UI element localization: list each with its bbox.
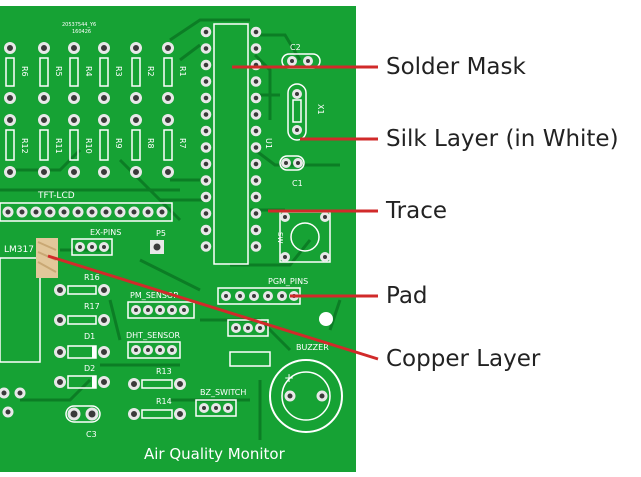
u1-pin-pad [250,208,262,219]
callout-label-trace: Trace [386,198,448,224]
callout-label-pad: Pad [386,283,428,309]
u1-pin-pad [200,76,212,87]
board-title: Air Quality Monitor [144,445,286,463]
label-r6: R6 [20,66,29,77]
silkscreen-text-layer: 20537544_Y6 160426 R6 R5 R4 R3 R2 R1 R12… [4,22,329,463]
u1-pin-pad [250,125,262,137]
pm-sensor-header [127,301,195,319]
label-r12: R12 [20,138,29,154]
u1-pin-pad [250,142,262,153]
label-dht-sensor: DHT_SENSOR [126,331,181,340]
label-c3: C3 [86,430,97,439]
resistor-array-bottom [4,114,174,178]
label-r5: R5 [54,66,63,77]
tft-lcd-header [0,202,173,222]
label-pgm-pins: PGM_PINS [268,277,308,286]
label-r13: R13 [156,367,172,376]
left-bottom-pads [0,387,99,421]
label-r14: R14 [156,397,172,406]
buzzer-footprint [269,359,343,433]
u1-pin-pad [200,43,212,54]
c2-capacitor [281,53,321,69]
trace-group [0,18,342,440]
u1-pin-pad [250,26,262,38]
u1-pin-pad [200,109,212,120]
label-u1: U1 [264,138,273,149]
u1-pin-pad [200,59,212,71]
x1-crystal [287,83,307,141]
label-r9: R9 [114,138,123,149]
c1-capacitor [279,155,305,171]
mounting-hole [319,312,333,326]
u1-pin-pad [250,92,262,104]
u1-pin-pad [250,175,262,186]
dht-sensor-header [127,341,181,359]
label-r2: R2 [146,66,155,77]
label-r17: R17 [84,302,100,311]
u1-pin-pad [200,125,212,137]
label-r10: R10 [84,138,93,154]
u1-pin-pad [200,92,212,104]
label-pm-sensor: PM_SENSOR [130,291,179,300]
label-bz-switch: BZ_SWITCH [200,388,246,397]
label-r11: R11 [54,138,63,154]
bz-switch-header [195,399,237,417]
u1-pin-pad [200,175,212,186]
u1-pin-pad [200,241,212,252]
label-p5: P5 [156,229,166,238]
callout-label-solder-mask: Solder Mask [386,54,526,80]
label-lm317: LM317 [4,245,34,255]
left-components [54,284,110,389]
serial-line-2: 160426 [72,29,91,35]
u1-pin-pad [250,76,262,87]
label-r7: R7 [178,138,187,149]
label-c1: C1 [292,179,303,188]
serial-line-1: 20537544_Y6 [62,22,96,28]
small-header-center [227,319,271,367]
u1-pin-pad [250,191,262,203]
label-r1: R1 [178,66,187,77]
u1-pin-pad [200,208,212,219]
label-r4: R4 [84,66,93,77]
u1-pin-pad [250,241,262,252]
ex-pins-header [71,238,164,256]
callout-lines [47,65,379,361]
label-buzzer-plus: + [284,371,294,385]
label-buzzer: BUZZER [296,343,329,352]
label-r16: R16 [84,273,100,282]
label-d2: D2 [84,364,95,373]
u1-pin-pad [250,43,262,54]
resistor-array-top [4,42,174,104]
label-x1: X1 [316,104,325,115]
u1-pin-pad [250,109,262,120]
callout-line-copper-layer [47,254,379,361]
label-ex-pins: EX-PINS [90,228,121,237]
label-r3: R3 [114,66,123,77]
label-sw: SW [276,232,284,243]
callout-label-copper-layer: Copper Layer [386,346,541,372]
u1-pin-pad [200,158,212,170]
u1-pin-pad [250,224,262,236]
label-c2: C2 [290,43,301,52]
u1-pin-pad [200,191,212,203]
u1-pin-pad [200,224,212,236]
label-d1: D1 [84,332,95,341]
label-r8: R8 [146,138,155,149]
u1-pin-pad [200,142,212,153]
u1-ic-socket [200,23,262,265]
label-tft-lcd: TFT-LCD [37,191,75,201]
u1-pin-pad [250,158,262,170]
u1-pin-pad [200,26,212,38]
callout-label-silk-layer: Silk Layer (in White) [386,126,619,152]
r13-r14 [128,378,186,420]
